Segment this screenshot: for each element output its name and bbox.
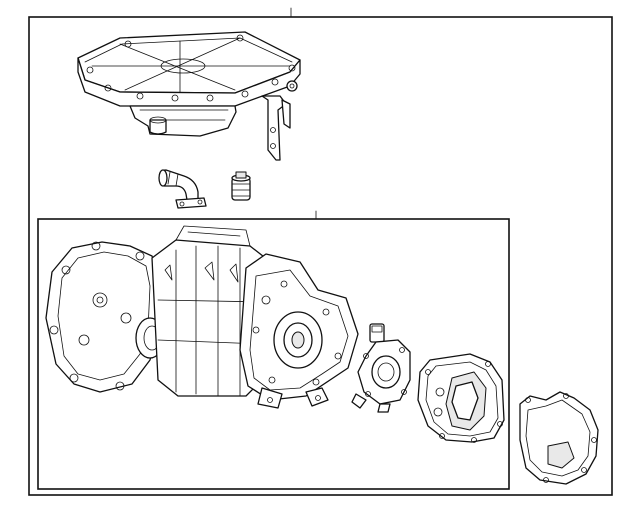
elbow-fitting [158,169,207,209]
drive-unit-assembly [45,225,359,409]
outer-frame [28,16,613,496]
inner-frame [37,218,510,490]
bracket-plate [351,323,411,413]
shield-cover [519,391,599,485]
connector-fitting [231,171,251,201]
cover-plate [417,353,505,443]
inverter-housing [77,31,301,161]
